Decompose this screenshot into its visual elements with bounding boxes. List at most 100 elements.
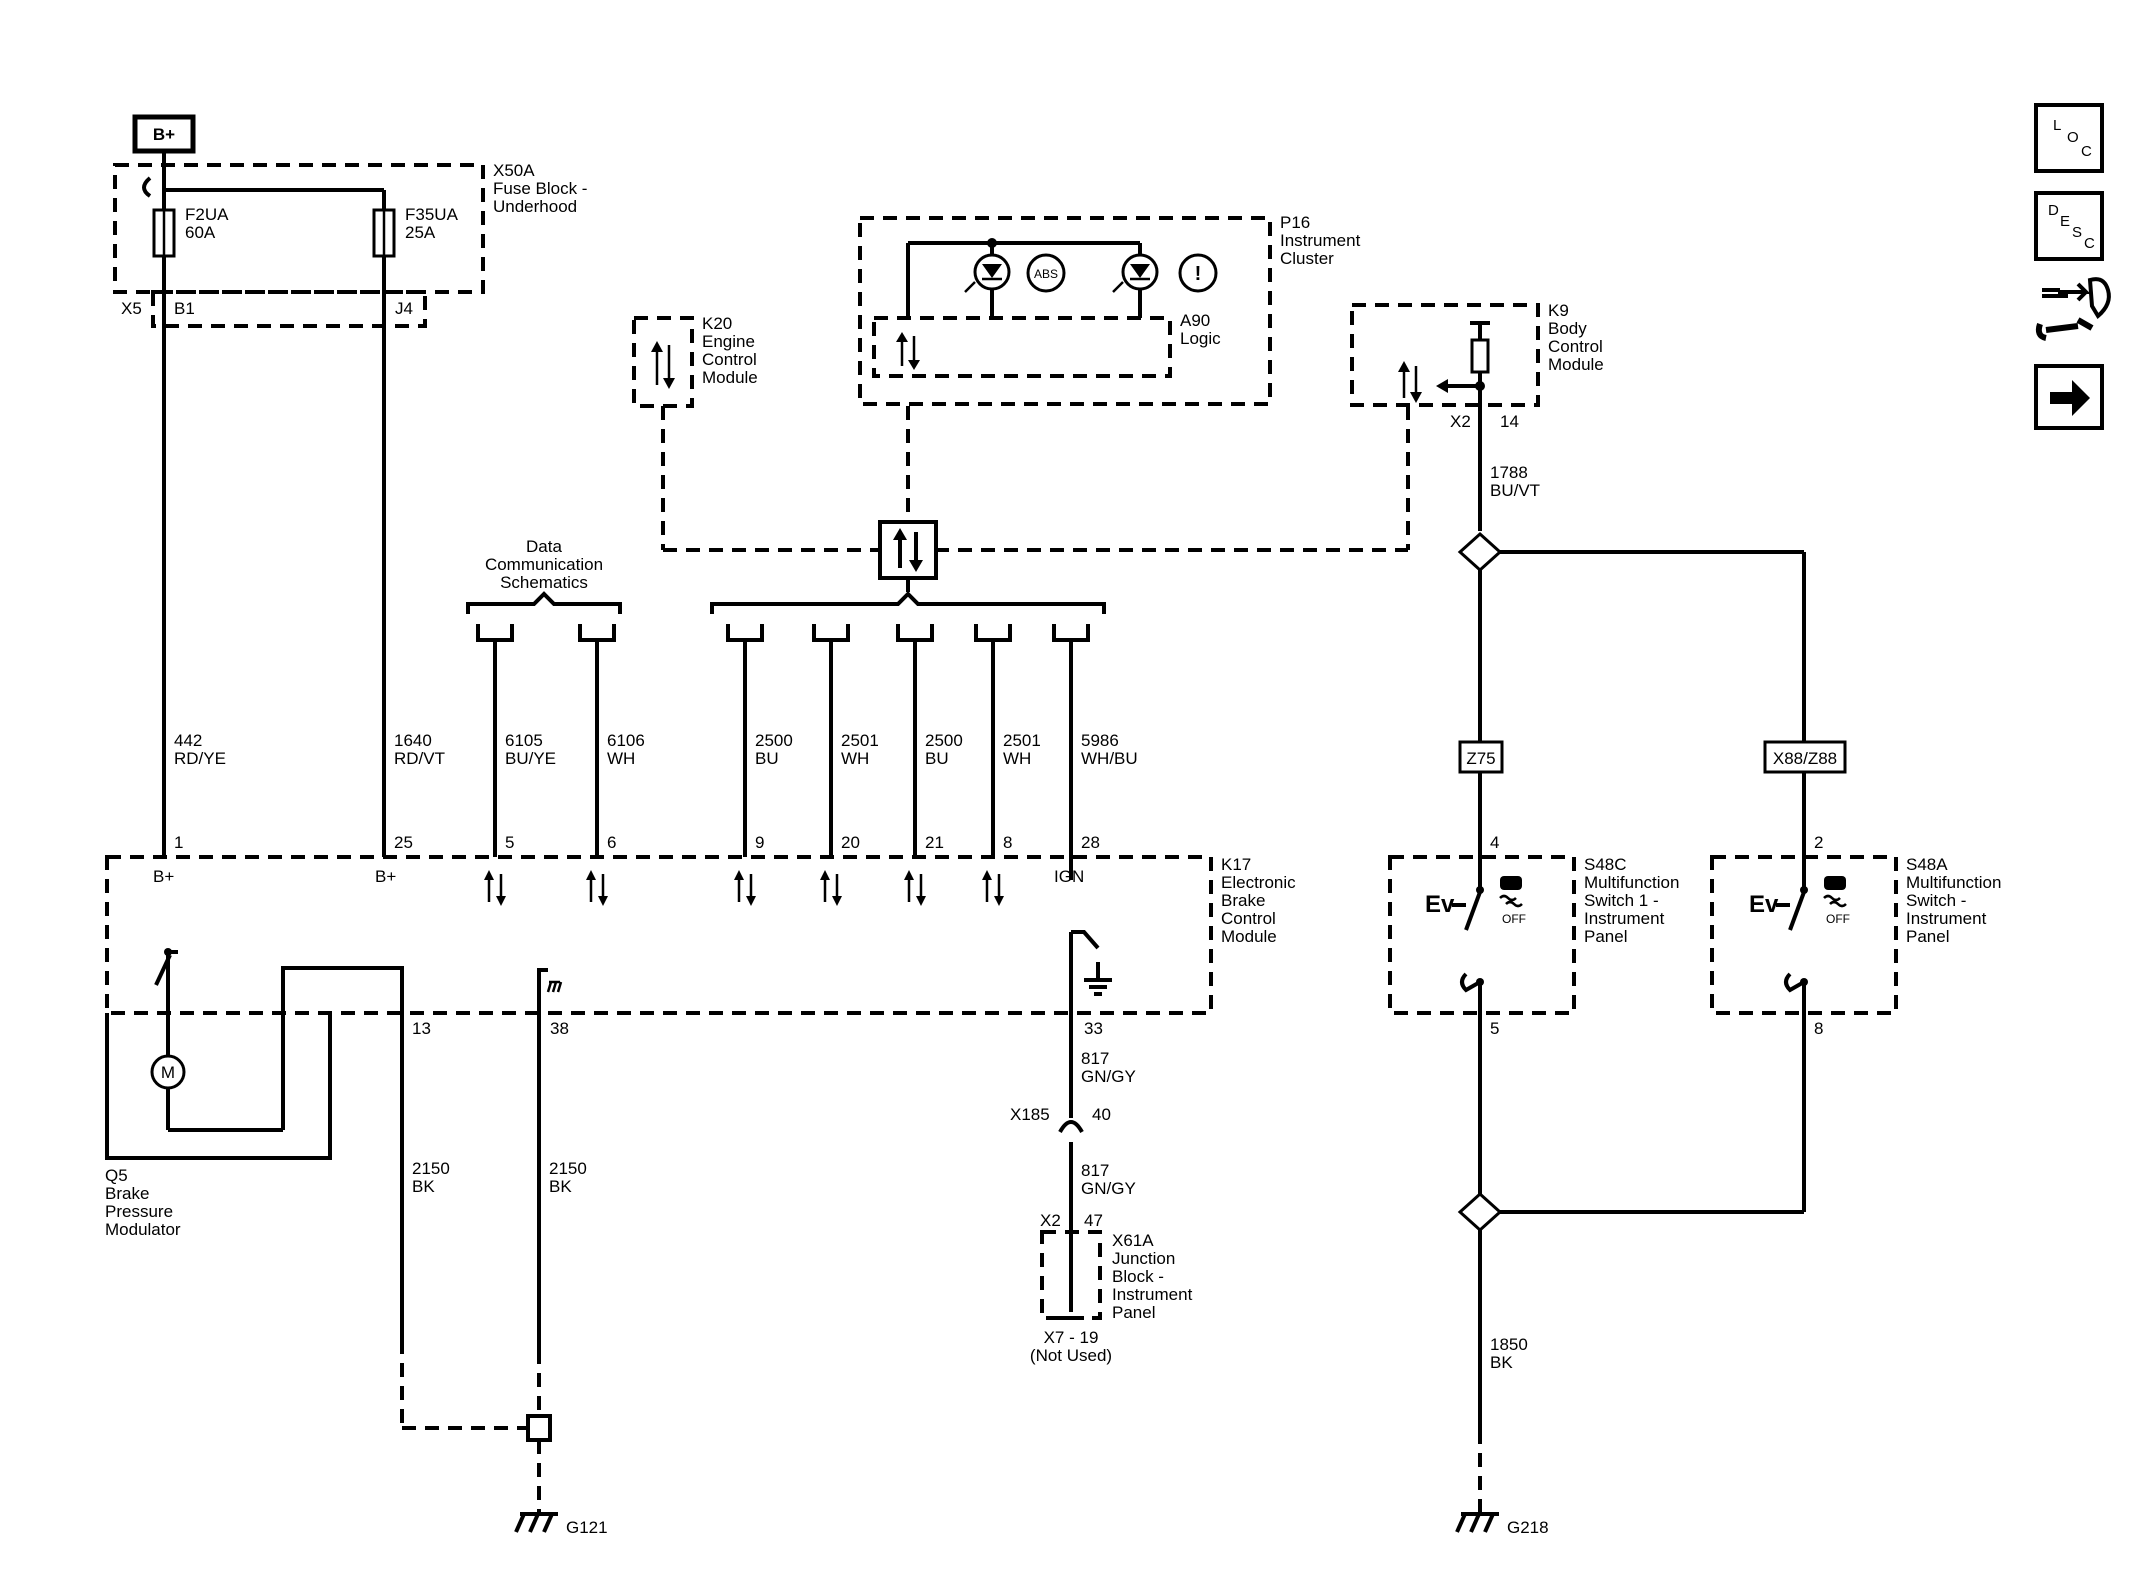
svg-text:BK: BK — [412, 1177, 435, 1196]
svg-text:!: ! — [1195, 263, 1202, 285]
next-page-button[interactable] — [2034, 364, 2104, 430]
svg-text:Multifunction: Multifunction — [1906, 873, 2001, 892]
svg-text:X88/Z88: X88/Z88 — [1773, 749, 1837, 768]
svg-text:Panel: Panel — [1112, 1303, 1155, 1322]
location-button[interactable]: L O C — [2034, 103, 2104, 173]
svg-text:Pressure: Pressure — [105, 1202, 173, 1221]
svg-text:Engine: Engine — [702, 332, 755, 351]
svg-text:Modulator: Modulator — [105, 1220, 181, 1239]
svg-text:Switch 1 -: Switch 1 - — [1584, 891, 1659, 910]
svg-text:WH: WH — [841, 749, 869, 768]
option-x88-z88 — [1763, 740, 1847, 774]
multifunction-switch-s48c: 4 Ev OFF S48C Multifunction Switch 1 - I… — [1388, 833, 1679, 1038]
junction-block-x61a: X2 47 X61A Junction Block - Instrument P… — [1030, 1211, 1193, 1365]
svg-text:2500: 2500 — [925, 731, 963, 750]
fuse-f35ua: F35UA — [405, 205, 459, 224]
traction-off-icon — [1499, 876, 1523, 908]
svg-text:Module: Module — [1548, 355, 1604, 374]
instrument-cluster-name: P16 — [1280, 213, 1310, 232]
svg-text:6106: 6106 — [607, 731, 645, 750]
svg-text:C: C — [2084, 235, 2095, 252]
svg-text:8: 8 — [1814, 1019, 1823, 1038]
arrow-right-icon — [2050, 380, 2090, 416]
svg-text:B+: B+ — [153, 867, 174, 886]
svg-text:GN/GY: GN/GY — [1081, 1179, 1136, 1198]
svg-text:Schematics: Schematics — [500, 573, 588, 592]
bcm-name: K9 — [1548, 301, 1569, 320]
connector-repair-icon[interactable] — [2035, 277, 2111, 341]
svg-text:Z75: Z75 — [1466, 749, 1495, 768]
svg-text:X2: X2 — [1450, 412, 1471, 431]
multifunction-switch-s48a: 2 Ev OFF S48A Multifunction Switch - Ins… — [1710, 833, 2001, 1038]
svg-text:X5: X5 — [121, 299, 142, 318]
svg-text:Instrument: Instrument — [1280, 231, 1361, 250]
svg-text:C: C — [2081, 143, 2092, 160]
svg-text:1850: 1850 — [1490, 1335, 1528, 1354]
svg-text:BU/VT: BU/VT — [1490, 481, 1540, 500]
svg-text:BK: BK — [549, 1177, 572, 1196]
svg-text:Module: Module — [702, 368, 758, 387]
svg-text:GN/GY: GN/GY — [1081, 1067, 1136, 1086]
splice-bottom — [1457, 1191, 1503, 1233]
svg-text:M: M — [161, 1063, 175, 1082]
svg-text:Ev: Ev — [1749, 891, 1779, 918]
description-button[interactable]: D E S C — [2034, 191, 2104, 261]
svg-text:OFF: OFF — [1826, 912, 1850, 926]
data-arrows-icon — [896, 332, 920, 370]
svg-text:B1: B1 — [174, 299, 195, 318]
svg-text:Fuse Block -: Fuse Block - — [493, 179, 587, 198]
svg-text:1640: 1640 — [394, 731, 432, 750]
svg-text:Cluster: Cluster — [1280, 249, 1334, 268]
svg-text:Underhood: Underhood — [493, 197, 577, 216]
svg-text:Instrument: Instrument — [1906, 909, 1987, 928]
svg-text:817: 817 — [1081, 1161, 1109, 1180]
traction-off-icon — [1823, 876, 1847, 908]
svg-text:OFF: OFF — [1502, 912, 1526, 926]
svg-text:4: 4 — [1490, 833, 1499, 852]
svg-text:WH/BU: WH/BU — [1081, 749, 1138, 768]
svg-text:5: 5 — [1490, 1019, 1499, 1038]
svg-text:6: 6 — [607, 833, 616, 852]
svg-text:Junction: Junction — [1112, 1249, 1175, 1268]
engine-control-module-k20: K20 Engine Control Module — [632, 314, 758, 408]
svg-text:Ev: Ev — [1425, 891, 1455, 918]
svg-text:WH: WH — [607, 749, 635, 768]
instrument-cluster-p16: ABS ! A90 Logic P16 Instrument Cluster — [858, 213, 1361, 406]
ebcm-name: K17 — [1221, 855, 1251, 874]
svg-text:Module: Module — [1221, 927, 1277, 946]
data-communication-schematics[interactable]: Data Communication Schematics — [466, 537, 1106, 614]
svg-text:13: 13 — [412, 1019, 431, 1038]
svg-text:Communication: Communication — [485, 555, 603, 574]
svg-text:Brake: Brake — [105, 1184, 149, 1203]
svg-text:38: 38 — [550, 1019, 569, 1038]
fuse-f2ua: F2UA — [185, 205, 229, 224]
inline-connector-x185 — [1058, 1120, 1084, 1134]
svg-text:Switch -: Switch - — [1906, 891, 1966, 910]
svg-text:2150: 2150 — [412, 1159, 450, 1178]
data-hub — [878, 520, 938, 580]
splice-top — [1457, 531, 1503, 573]
svg-text:47: 47 — [1084, 1211, 1103, 1230]
serial-data-bus — [661, 406, 1410, 598]
battery-label: B+ — [153, 125, 175, 144]
svg-text:Brake: Brake — [1221, 891, 1265, 910]
svg-text:60A: 60A — [185, 223, 216, 242]
svg-text:Block -: Block - — [1112, 1267, 1164, 1286]
svg-text:442: 442 — [174, 731, 202, 750]
svg-text:RD/YE: RD/YE — [174, 749, 226, 768]
svg-text:S: S — [2072, 224, 2082, 241]
svg-text:J4: J4 — [395, 299, 413, 318]
svg-text:9: 9 — [755, 833, 764, 852]
nav-buttons: L O C D E S C — [2034, 103, 2111, 430]
fuse-block-x50a: X50A Fuse Block - Underhood F2UA 60A F35… — [113, 161, 587, 330]
svg-text:5: 5 — [505, 833, 514, 852]
svg-text:2500: 2500 — [755, 731, 793, 750]
svg-text:BU/YE: BU/YE — [505, 749, 556, 768]
splice-box — [526, 1414, 552, 1442]
svg-text:5986: 5986 — [1081, 731, 1119, 750]
svg-text:Logic: Logic — [1180, 329, 1221, 348]
svg-text:8: 8 — [1003, 833, 1012, 852]
brake-warning-icon — [1178, 253, 1218, 293]
svg-text:O: O — [2067, 129, 2079, 146]
